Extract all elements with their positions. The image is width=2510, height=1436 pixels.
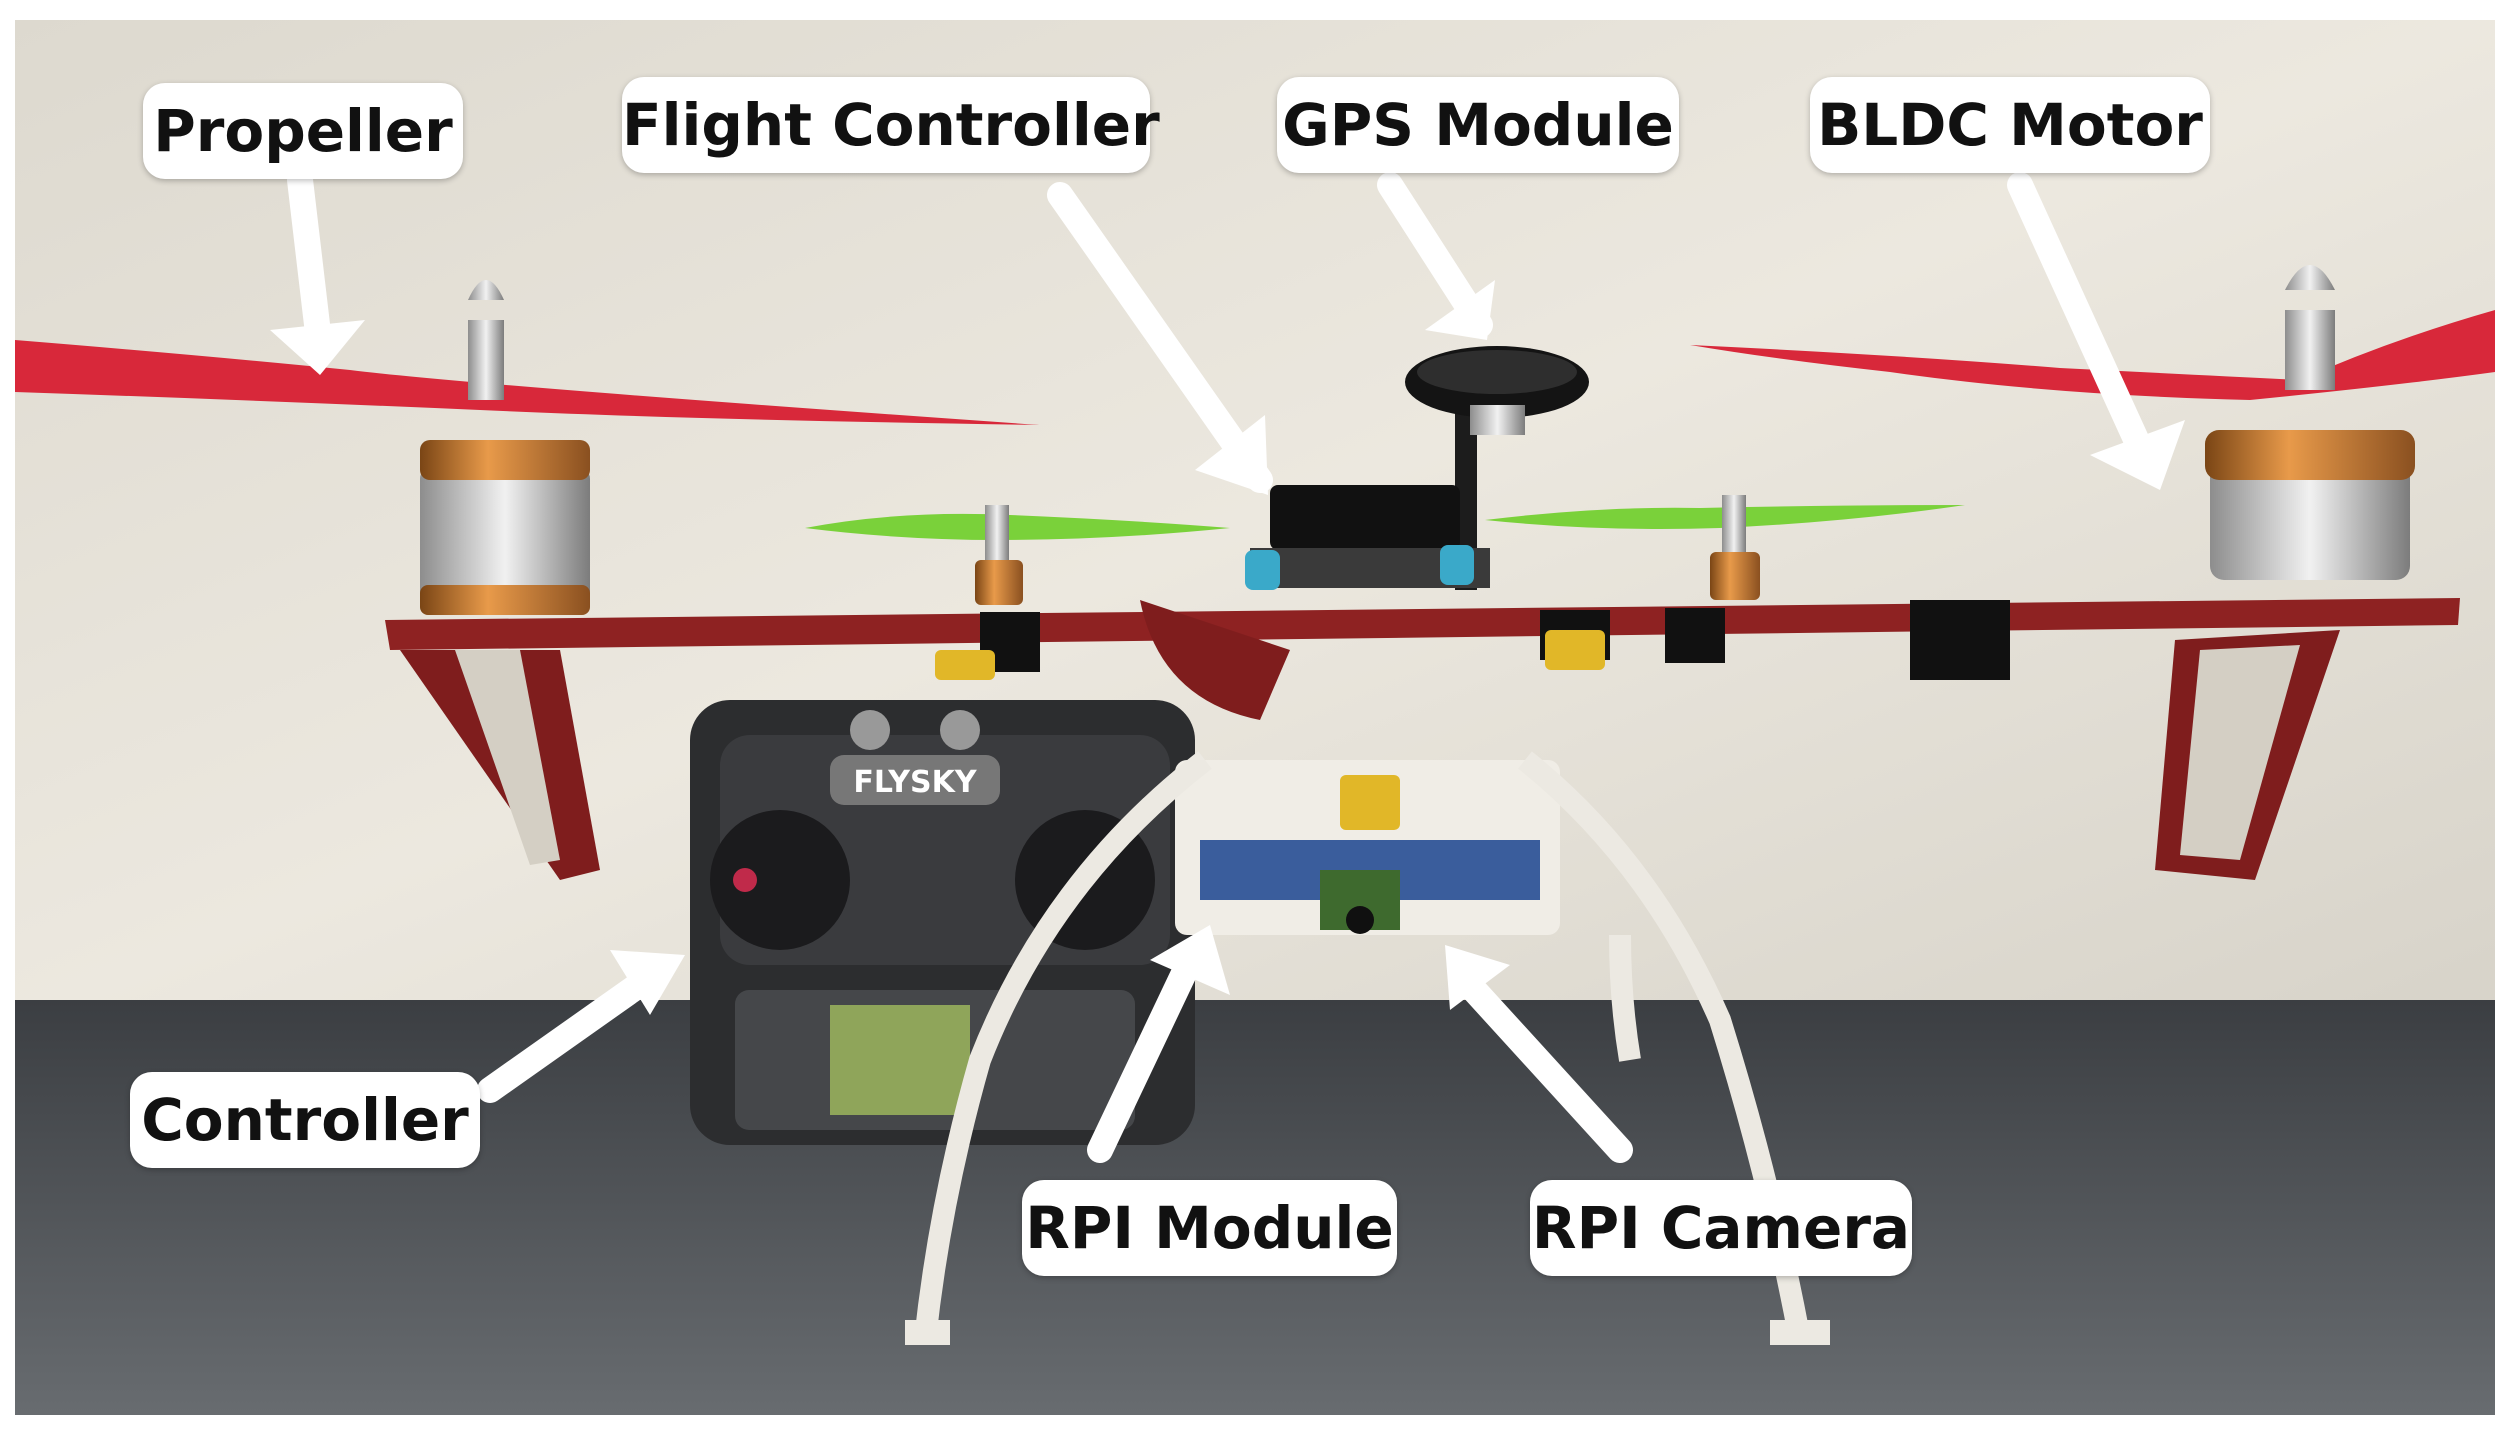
label-flight-controller: Flight Controller [622, 77, 1160, 173]
label-rpi-camera: RPI Camera [1530, 1180, 1912, 1276]
rear-propellers [805, 495, 1965, 605]
arrow-rpi-module [1087, 937, 1208, 1163]
front-propellers [15, 310, 2495, 425]
gps-assembly [1405, 346, 1589, 590]
arrow-flight-controller [1047, 182, 1273, 493]
arrow-propeller [287, 167, 333, 363]
arrow-rpi-camera [1452, 967, 1633, 1163]
arrow-heads [270, 280, 2185, 1015]
arrow-controller [477, 957, 673, 1103]
label-bldc-motor: BLDC Motor [1810, 77, 2210, 173]
label-rpi-module: RPI Module [1022, 1180, 1397, 1276]
drone-frame [385, 598, 2460, 880]
transmitter-brand-text: FLYSKY [853, 765, 978, 800]
arrow-bldc [2007, 172, 2163, 483]
flight-controller-box [1245, 485, 1490, 590]
label-propeller: Propeller [143, 83, 463, 179]
transmitter-body: FLYSKY [690, 700, 1195, 1145]
landing-feet [905, 1320, 1830, 1345]
label-controller: Controller [130, 1072, 480, 1168]
front-motors [420, 265, 2415, 615]
rpi-case [1175, 760, 1560, 935]
label-gps-module: GPS Module [1277, 77, 1679, 173]
